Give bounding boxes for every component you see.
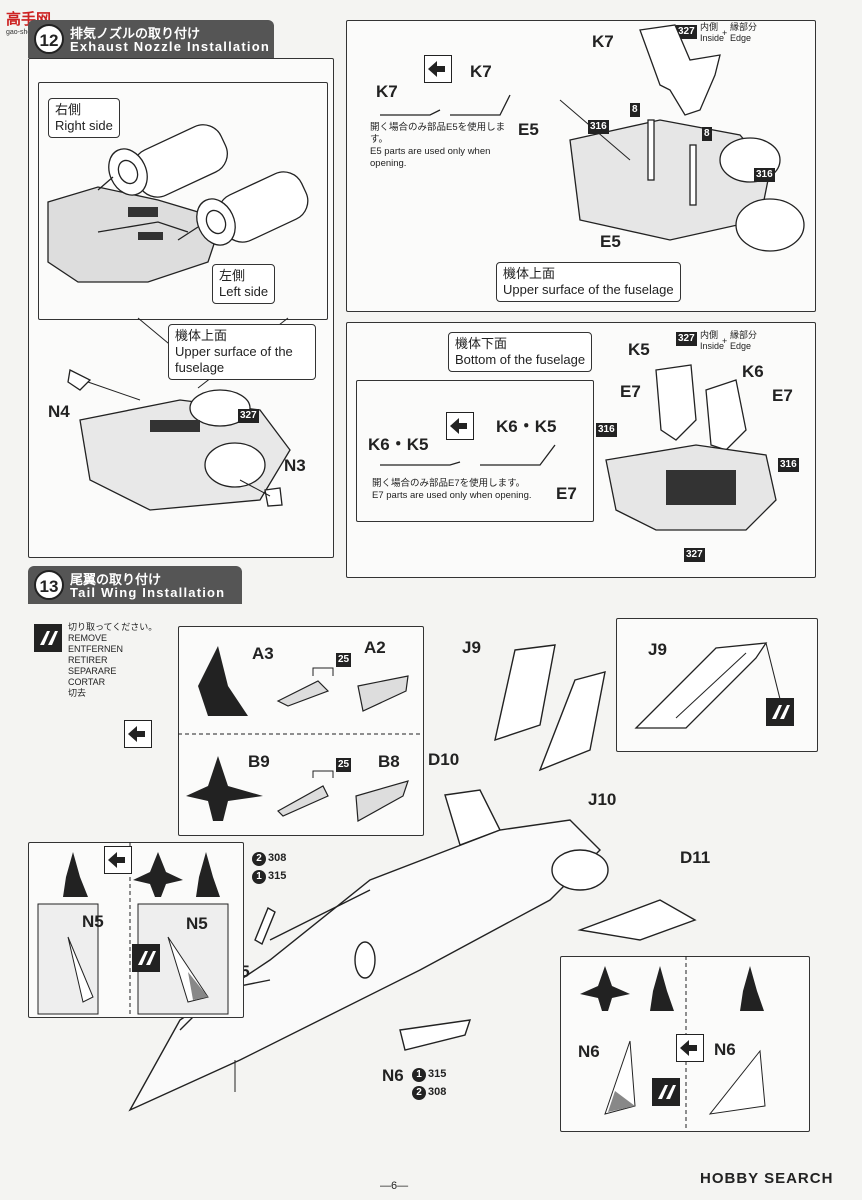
arrow-options-icon-5 (676, 1034, 704, 1062)
part-a3: A3 (252, 644, 274, 663)
paint-316-a: 316 (588, 120, 609, 134)
aircraft-diagram (128, 644, 697, 1112)
step12-header: 12 排気ノズルの取り付け Exhaust Nozzle Installatio… (28, 20, 274, 58)
k6k5-option-inset (356, 380, 594, 522)
remove-icon-4 (652, 1078, 680, 1106)
remove-icon (34, 624, 62, 652)
n6-options-diagram (580, 956, 766, 1130)
paint-8-a: 8 (630, 103, 640, 117)
part-e7-a: E7 (620, 382, 641, 401)
nozzle-diagram (47, 124, 309, 283)
paint-316-d: 316 (778, 458, 799, 472)
k7-install-diagram (559, 24, 805, 252)
paint-316-b: 316 (754, 168, 775, 182)
paint-25-b: 25 (336, 758, 352, 772)
paint-327-k6: 327 (676, 332, 697, 346)
part-k6: K6 (742, 362, 764, 381)
hobby-search-watermark: HOBBY SEARCH (700, 1170, 834, 1187)
arrow-options-icon-2 (446, 412, 474, 440)
part-d11: D11 (680, 848, 711, 867)
plus-sign: + (722, 28, 728, 38)
step-title-en: Tail Wing Installation (70, 585, 226, 600)
part-n5-b: N5 (186, 914, 208, 933)
paint-327-c: 327 (684, 548, 705, 562)
k6-install-diagram (605, 364, 777, 531)
e5-note: 開く場合のみ部品E5を使用します。 E5 parts are used only… (370, 122, 506, 169)
part-k6k5-closed: K6・K5 (368, 435, 429, 454)
part-a2: A2 (364, 638, 386, 657)
step-title-jp: 排気ノズルの取り付け (70, 26, 201, 41)
part-k7-open: K7 (470, 62, 492, 81)
n5-options-diagram (37, 842, 229, 1016)
part-e5: E5 (518, 120, 539, 139)
remove-icon-3 (132, 944, 160, 972)
fuselage-rear-diagram (67, 369, 291, 511)
part-n6-b: N6 (714, 1040, 736, 1059)
part-n3: N3 (284, 456, 306, 475)
paint-25-a: 25 (336, 653, 352, 667)
paint-8-b: 8 (702, 127, 712, 141)
part-b8: B8 (378, 752, 400, 771)
part-e5-label: E5 (600, 232, 621, 251)
part-n6-a: N6 (578, 1042, 600, 1061)
step-title-en: Exhaust Nozzle Installation (70, 39, 270, 54)
page-number: —6— (380, 1180, 409, 1192)
step-number: 13 (34, 570, 64, 600)
paint-327: 327 (238, 409, 259, 423)
plus-sign-2: + (722, 336, 728, 346)
arrow-options-icon-3 (124, 720, 152, 748)
part-j9: J9 (462, 638, 481, 657)
step-number: 12 (34, 24, 64, 54)
part-b9: B9 (248, 752, 270, 771)
part-e7-c: E7 (556, 484, 577, 503)
part-j9-detail: J9 (648, 640, 667, 659)
paint-316-c: 316 (596, 423, 617, 437)
j9-detail-diagram (634, 642, 782, 729)
part-k7-closed: K7 (376, 82, 398, 101)
step-title-jp: 尾翼の取り付け (70, 572, 162, 587)
part-j10: J10 (588, 790, 617, 809)
part-n6: N6 (382, 1066, 404, 1085)
k7-option-diagram (380, 94, 511, 116)
arrow-options-icon-4 (104, 846, 132, 874)
paint-327-k7: 327 (676, 25, 697, 39)
e7-note: 開く場合のみ部品E7を使用します。 E7 parts are used only… (372, 478, 532, 501)
part-n5-a: N5 (82, 912, 104, 931)
k6k5-option-diagram (380, 444, 556, 466)
part-k5: K5 (628, 340, 650, 359)
part-e7-b: E7 (772, 386, 793, 405)
arrow-options-icon (424, 55, 452, 83)
remove-icon-2 (766, 698, 794, 726)
step13-header: 13 尾翼の取り付け Tail Wing Installation (28, 566, 242, 604)
stabilizer-options-diagram (178, 646, 422, 822)
part-k7-label: K7 (592, 32, 614, 51)
part-n4: N4 (48, 402, 70, 421)
part-d10: D10 (428, 750, 460, 769)
part-k6k5-open: K6・K5 (496, 417, 557, 436)
